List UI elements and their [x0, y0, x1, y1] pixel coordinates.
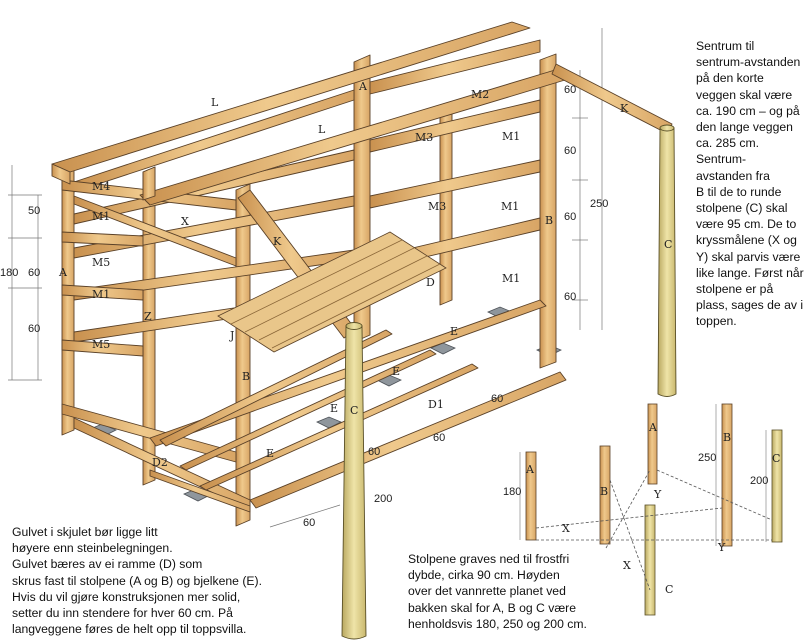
inset-X2: X	[623, 559, 631, 572]
dim-left-180: 180	[0, 267, 18, 279]
inset-200: 200	[750, 475, 768, 487]
dim-right-60b: 60	[564, 145, 576, 157]
round-posts	[341, 124, 677, 640]
inset-X1: X	[562, 522, 570, 535]
label-M2: M2	[471, 88, 489, 101]
inset-labels: A B C A B C 180 250 200 X X Y Y	[503, 421, 780, 596]
inset-C: C	[665, 583, 673, 596]
dim-right-60a: 60	[564, 84, 576, 96]
label-M1-mid: M1	[501, 200, 519, 213]
inset-Y1: Y	[653, 488, 662, 501]
inset-180: 180	[503, 486, 521, 498]
note-post-spacing: Sentrum til sentrum-avstanden på den kor…	[696, 39, 804, 329]
dim-front-200: 200	[374, 493, 392, 505]
floor-deck	[217, 231, 447, 353]
label-M1-low: M1	[502, 272, 520, 285]
label-M1-back: M1	[502, 130, 520, 143]
label-J: J	[229, 329, 234, 342]
label-B-front: B	[242, 370, 250, 383]
label-M5-a: M5	[92, 256, 110, 269]
label-M4: M4	[92, 180, 110, 193]
dim-left-50: 50	[28, 205, 40, 217]
frame-labels: L L M2 M3 M1 M3 M1 M1 A B K C M4 M1 M5 M…	[58, 80, 672, 469]
label-C-right: C	[664, 238, 672, 251]
label-A-left: A	[58, 266, 68, 279]
label-E-3: E	[330, 402, 338, 415]
dim-bottom-60a: 60	[491, 393, 503, 405]
label-Z: Z	[144, 310, 152, 323]
label-M3-back: M3	[415, 131, 433, 144]
label-K-front: K	[273, 235, 282, 248]
dim-bottom-60b: 60	[433, 432, 445, 444]
inset-B: B	[600, 485, 608, 498]
label-D1: D1	[428, 398, 444, 411]
label-E-2: E	[392, 365, 400, 378]
label-L-front: L	[318, 123, 326, 136]
dim-right-250: 250	[590, 198, 608, 210]
inset-A: A	[525, 463, 535, 476]
dimension-labels: 50 60 60 180 60 60 60 60 250 60 60 60 60…	[0, 84, 608, 529]
inset-Y2: Y	[717, 541, 726, 554]
label-E-1: E	[450, 325, 458, 338]
dim-left-60a: 60	[28, 267, 40, 279]
inset-C-top: C	[772, 452, 780, 465]
label-B-right: B	[545, 214, 553, 227]
label-K-right: K	[620, 102, 629, 115]
label-D2: D2	[152, 456, 168, 469]
dim-right-60d: 60	[564, 291, 576, 303]
note-floor: Gulvet i skjulet bør ligge litt høyere e…	[12, 525, 262, 637]
label-M3-mid: M3	[428, 200, 446, 213]
label-X-wall: X	[181, 215, 189, 228]
label-M1-left1: M1	[92, 210, 110, 223]
inset-A-top: A	[648, 421, 658, 434]
dim-bottom-60d: 60	[303, 517, 315, 529]
inset-B-top: B	[723, 431, 731, 444]
label-M5-b: M5	[92, 338, 110, 351]
label-C-front: C	[350, 404, 358, 417]
post-inset	[519, 403, 783, 616]
dim-left-60b: 60	[28, 323, 40, 335]
label-L-top: L	[211, 96, 219, 109]
dim-right-60c: 60	[564, 211, 576, 223]
label-M1-left2: M1	[92, 288, 110, 301]
label-D-floor: D	[426, 276, 435, 289]
label-A-back: A	[358, 80, 368, 93]
label-E-4: E	[266, 447, 274, 460]
inset-250: 250	[698, 452, 716, 464]
dim-bottom-60c: 60	[368, 446, 380, 458]
note-post-depth: Stolpene graves ned til frostfri dybde, …	[408, 552, 587, 631]
